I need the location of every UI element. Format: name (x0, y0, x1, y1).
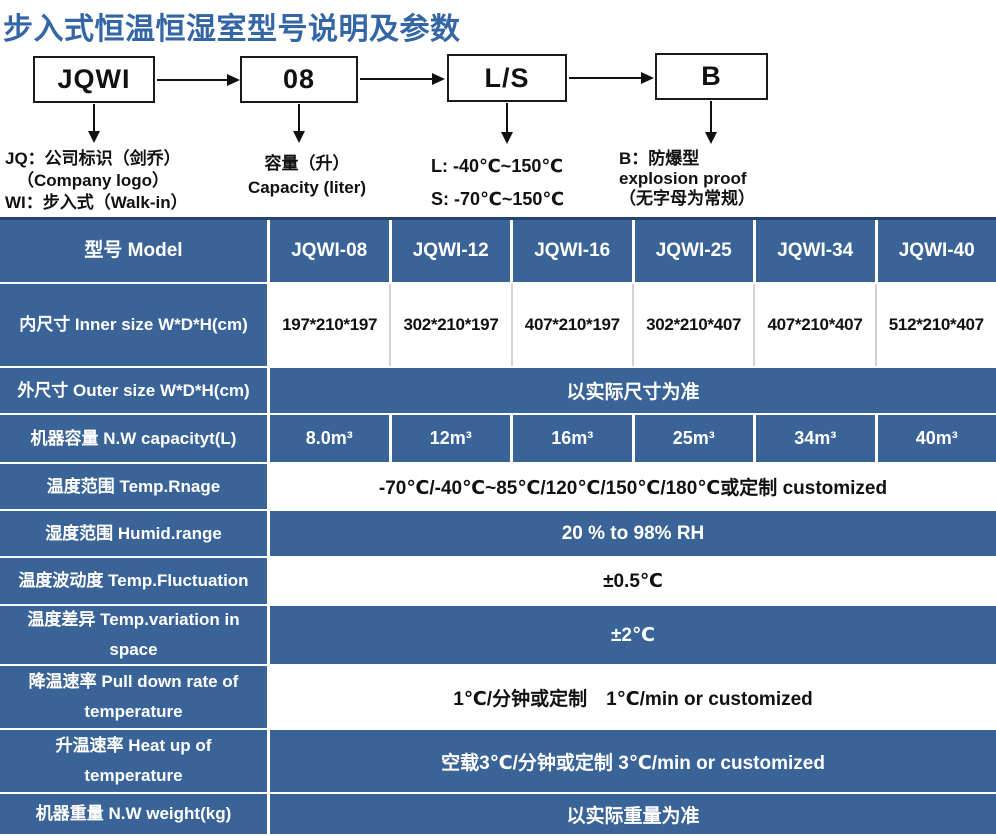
value-cell: 302*210*197 (389, 284, 510, 366)
table-row-pulldown: 降温速率 Pull down rate of temperature 1℃/分钟… (0, 666, 996, 728)
row-label: 内尺寸 Inner size W*D*H(cm) (0, 284, 270, 366)
arrow-right-icon (157, 79, 227, 81)
row-label: 温度差异 Temp.variation in space (0, 606, 270, 664)
arrow-down-icon (298, 104, 300, 132)
row-label: 降温速率 Pull down rate of temperature (0, 666, 270, 728)
note-line: （无字母为常规） (619, 189, 755, 209)
value-cell: 407*210*407 (753, 284, 874, 366)
note-temp-type: L: -40℃~150℃ S: -70℃~150℃ (431, 150, 564, 216)
note-line: （Company logo） (5, 170, 188, 192)
value-cell: 以实际重量为准 (270, 794, 996, 834)
row-label: 机器容量 N.W capacityt(L) (0, 415, 270, 462)
table-row-model: 型号 Model JQWI-08 JQWI-12 JQWI-16 JQWI-25… (0, 220, 996, 282)
value-cell: ±2℃ (270, 606, 996, 664)
note-line: B：防爆型 (619, 149, 755, 169)
note-line: Capacity (liter) (222, 176, 392, 200)
spec-sheet-page: 步入式恒温恒湿室型号说明及参数 JQWI 08 L/S B JQ：公司标识（剑乔… (0, 0, 996, 810)
note-line: explosion proof (619, 169, 755, 189)
arrow-down-icon (506, 103, 508, 133)
arrow-right-icon (569, 77, 641, 79)
value-cell: -70℃/-40℃~85℃/120℃/150℃/180℃或定制 customiz… (270, 464, 996, 509)
arrow-down-icon (93, 104, 95, 132)
value-cell: 20 % to 98% RH (270, 511, 996, 556)
table-row-outer-size: 外尺寸 Outer size W*D*H(cm) 以实际尺寸为准 (0, 368, 996, 413)
table-row-capacity: 机器容量 N.W capacityt(L) 8.0m³ 12m³ 16m³ 25… (0, 415, 996, 462)
note-line: WI：步入式（Walk-in） (5, 192, 188, 214)
value-cell: 空载3℃/分钟或定制 3℃/min or customized (270, 730, 996, 792)
model-cell: JQWI-08 (270, 220, 389, 282)
row-label: 湿度范围 Humid.range (0, 511, 270, 556)
value-cell: 25m³ (632, 415, 754, 462)
note-brand: JQ：公司标识（剑乔） （Company logo） WI：步入式（Walk-i… (5, 148, 188, 214)
value-cell: 1℃/分钟或定制 1℃/min or customized (270, 666, 996, 728)
model-code-diagram: JQWI 08 L/S B JQ：公司标识（剑乔） （Company logo）… (0, 0, 996, 219)
model-cell: JQWI-25 (632, 220, 754, 282)
arrow-right-icon (360, 78, 432, 80)
row-label: 温度范围 Temp.Rnage (0, 464, 270, 509)
row-label: 外尺寸 Outer size W*D*H(cm) (0, 368, 270, 413)
arrow-down-icon (710, 101, 712, 133)
note-capacity: 容量（升） Capacity (liter) (222, 152, 392, 200)
note-line: 容量（升） (222, 152, 392, 176)
row-label: 温度波动度 Temp.Fluctuation (0, 558, 270, 604)
value-cell: 16m³ (510, 415, 632, 462)
value-cell: 以实际尺寸为准 (270, 368, 996, 413)
table-row-weight: 机器重量 N.W weight(kg) 以实际重量为准 (0, 794, 996, 834)
value-cell: 12m³ (389, 415, 511, 462)
value-cell: 34m³ (753, 415, 875, 462)
code-box-brand: JQWI (33, 56, 155, 103)
code-box-temp-type: L/S (447, 54, 567, 102)
model-cell: JQWI-40 (875, 220, 996, 282)
table-row-temp-range: 温度范围 Temp.Rnage -70℃/-40℃~85℃/120℃/150℃/… (0, 464, 996, 509)
value-cell: 197*210*197 (270, 284, 389, 366)
table-row-fluctuation: 温度波动度 Temp.Fluctuation ±0.5℃ (0, 558, 996, 604)
row-label: 型号 Model (0, 220, 270, 282)
value-cell: 8.0m³ (270, 415, 389, 462)
value-cell: 40m³ (875, 415, 996, 462)
note-line: S: -70℃~150℃ (431, 183, 564, 216)
table-row-humidity: 湿度范围 Humid.range 20 % to 98% RH (0, 511, 996, 556)
value-cell: ±0.5℃ (270, 558, 996, 604)
value-cell: 302*210*407 (632, 284, 753, 366)
note-line: JQ：公司标识（剑乔） (5, 148, 188, 170)
value-cell: 512*210*407 (875, 284, 996, 366)
table-row-heatup: 升温速率 Heat up of temperature 空载3℃/分钟或定制 3… (0, 730, 996, 792)
note-line: L: -40℃~150℃ (431, 150, 564, 183)
code-box-explosion: B (655, 53, 768, 100)
model-cell: JQWI-34 (753, 220, 875, 282)
spec-table: 型号 Model JQWI-08 JQWI-12 JQWI-16 JQWI-25… (0, 217, 996, 836)
note-explosion: B：防爆型 explosion proof （无字母为常规） (619, 149, 755, 209)
code-box-capacity: 08 (240, 56, 358, 103)
row-label: 机器重量 N.W weight(kg) (0, 794, 270, 834)
value-cell: 407*210*197 (511, 284, 632, 366)
table-row-inner-size: 内尺寸 Inner size W*D*H(cm) 197*210*197 302… (0, 284, 996, 366)
model-cell: JQWI-12 (389, 220, 511, 282)
row-label: 升温速率 Heat up of temperature (0, 730, 270, 792)
table-row-variation: 温度差异 Temp.variation in space ±2℃ (0, 606, 996, 664)
model-cell: JQWI-16 (510, 220, 632, 282)
